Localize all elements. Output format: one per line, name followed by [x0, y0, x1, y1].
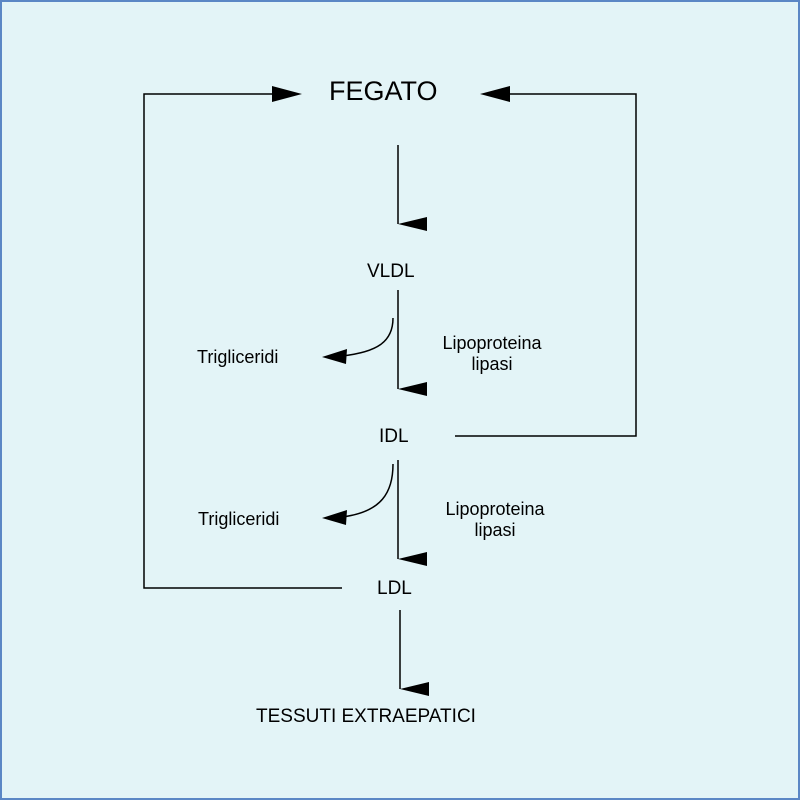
node-ldl: LDL: [377, 578, 412, 599]
arrow-ldl-to-liver: [143, 86, 342, 589]
enzyme-label-2: Lipoproteina lipasi: [425, 499, 565, 541]
enzyme-label-1-line2: lipasi: [471, 354, 513, 374]
node-vldl: VLDL: [367, 261, 415, 282]
arrow-vldl-to-triglycerides: [322, 317, 394, 364]
node-idl: IDL: [379, 426, 409, 447]
enzyme-label-2-line2: lipasi: [474, 520, 516, 540]
enzyme-label-1: Lipoproteina lipasi: [422, 333, 562, 375]
enzyme-label-1-line1: Lipoproteina: [442, 333, 542, 353]
triglycerides-label-1: Trigliceridi: [197, 347, 279, 367]
arrow-idl-to-triglycerides: [322, 463, 394, 525]
arrow-idl-to-liver: [455, 86, 637, 437]
node-tissues: TESSUTI EXTRAEPATICI: [256, 706, 476, 727]
node-liver: FEGATO: [329, 76, 438, 106]
triglycerides-label-2: Trigliceridi: [198, 509, 280, 529]
enzyme-label-2-line1: Lipoproteina: [445, 499, 545, 519]
